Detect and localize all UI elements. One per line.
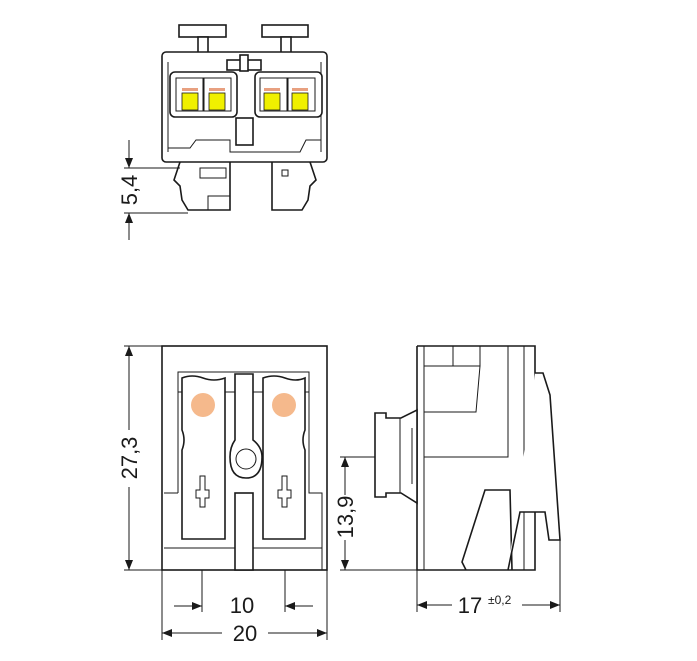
- dimension-width: 20: [233, 621, 257, 646]
- dimension-depth-tolerance: ±0,2: [488, 593, 512, 607]
- front-view: 27,3 10 20: [117, 345, 328, 646]
- side-view: 13,9 17 ±0,2: [333, 345, 561, 618]
- mounting-clips: [173, 161, 317, 211]
- dimension-pin-height: 13,9: [333, 496, 358, 539]
- dimension-depth: 17: [458, 593, 482, 618]
- conductor-entries: [175, 77, 316, 112]
- contact-point: [191, 393, 215, 417]
- dimension-height: 27,3: [117, 437, 142, 480]
- contact-point: [272, 393, 296, 417]
- dimension-pitch: 10: [230, 593, 254, 618]
- top-view: 5,4: [117, 24, 328, 240]
- dimension-clip-height: 5,4: [117, 175, 142, 206]
